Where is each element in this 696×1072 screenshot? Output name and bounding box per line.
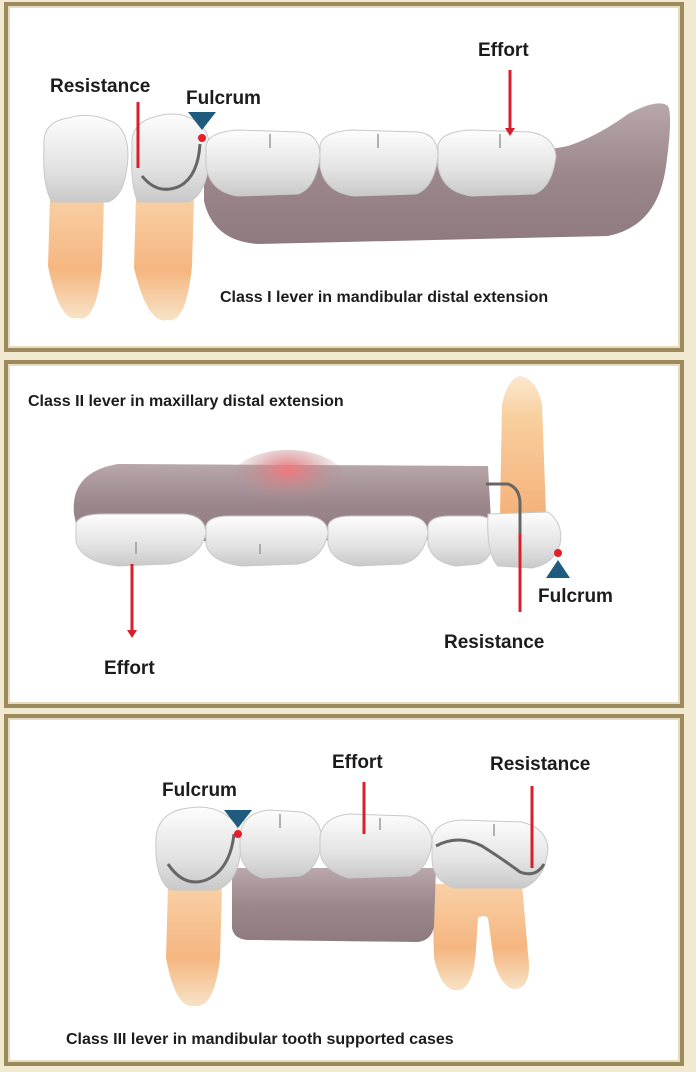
artificial-tooth-4 <box>427 515 497 567</box>
panel-class-3-lever: Fulcrum Effort Resistance Class III leve… <box>4 714 684 1066</box>
effort-label: Effort <box>332 752 383 773</box>
artificial-tooth-2 <box>319 813 433 879</box>
artificial-molar-2 <box>319 129 439 197</box>
effort-label: Effort <box>104 658 155 679</box>
artificial-tooth-1 <box>239 809 323 879</box>
denture-base <box>204 103 671 244</box>
class-1-diagram: Resistance Fulcrum Effort Class I lever … <box>43 40 671 321</box>
fulcrum-point <box>234 830 242 838</box>
fulcrum-marker-icon <box>224 810 252 828</box>
class-3-diagram: Fulcrum Effort Resistance Class III leve… <box>66 752 590 1048</box>
panel-caption: Class III lever in mandibular tooth supp… <box>66 1031 454 1048</box>
denture-base <box>232 868 436 942</box>
root-premolar-1 <box>48 196 104 319</box>
resistance-label: Resistance <box>490 754 590 775</box>
panel-caption: Class II lever in maxillary distal exten… <box>28 393 344 410</box>
artificial-molar-1 <box>205 129 321 197</box>
clasp-arm-distal <box>435 838 546 876</box>
abutment-crown <box>487 511 562 569</box>
resistance-label: Resistance <box>444 632 544 653</box>
resistance-label: Resistance <box>50 76 150 97</box>
artificial-molar-3 <box>437 129 557 197</box>
fulcrum-point <box>198 134 206 142</box>
artificial-tooth-2 <box>205 515 329 567</box>
abutment-root <box>500 376 546 514</box>
clasp-arm <box>486 482 522 564</box>
clasp-arm-mesial <box>166 833 236 884</box>
premolar-crown <box>155 806 242 891</box>
fulcrum-point <box>554 549 562 557</box>
artificial-tooth-3 <box>327 515 429 567</box>
panel-class-2-lever: Class II lever in maxillary distal exten… <box>4 360 684 708</box>
artificial-tooth-1 <box>75 513 207 567</box>
fulcrum-label: Fulcrum <box>538 586 613 607</box>
fulcrum-marker-icon <box>188 112 216 130</box>
abutment-roots-distal <box>432 884 529 991</box>
effort-label: Effort <box>478 40 529 61</box>
class-2-diagram: Class II lever in maxillary distal exten… <box>28 376 613 679</box>
abutment-root-mesial <box>166 886 222 1007</box>
root-premolar-2 <box>134 196 194 321</box>
fulcrum-label: Fulcrum <box>186 88 261 109</box>
panel-caption: Class I lever in mandibular distal exten… <box>220 289 548 306</box>
clasp-arm <box>140 143 202 191</box>
fulcrum-marker-icon <box>546 560 570 578</box>
panel-class-1-lever: Resistance Fulcrum Effort Class I lever … <box>4 2 684 352</box>
premolar-crown-1 <box>43 114 129 203</box>
fulcrum-label: Fulcrum <box>162 780 237 801</box>
